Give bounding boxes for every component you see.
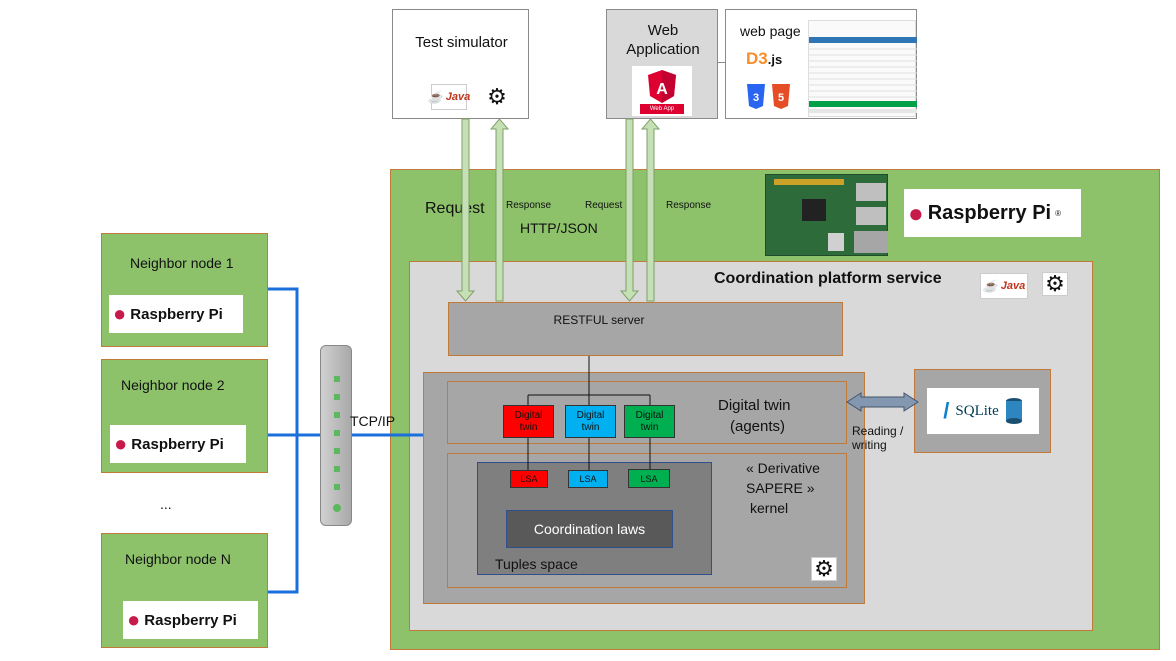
coordination-platform-title: Coordination platform service bbox=[714, 270, 942, 287]
raspberry-pi-logo-node2: ● Raspberry Pi bbox=[110, 425, 246, 463]
http-json-label: HTTP/JSON bbox=[520, 220, 598, 236]
raspberry-board-image bbox=[765, 174, 888, 256]
raspberry-pi-label-node1: Raspberry Pi bbox=[130, 305, 223, 323]
raspberry-pi-logo-node1: ● Raspberry Pi bbox=[109, 295, 243, 333]
kernel-label-1: « Derivative bbox=[746, 460, 820, 476]
raspberry-icon: ● bbox=[908, 197, 924, 228]
web-page-connector bbox=[718, 62, 726, 63]
ellipsis-label: ... bbox=[160, 496, 172, 512]
request-label-2: Request bbox=[585, 200, 623, 211]
restful-server-label: RESTFUL server bbox=[553, 313, 645, 327]
twin-green-line1: Digital bbox=[635, 409, 664, 421]
html5-icon: 5 bbox=[771, 82, 791, 110]
raspberry-icon: ● bbox=[127, 607, 141, 632]
twin-blue-line2: twin bbox=[581, 421, 600, 433]
raspberry-icon: ● bbox=[113, 301, 127, 326]
kernel-label-3: kernel bbox=[750, 500, 789, 516]
d3-icon: D3.js bbox=[746, 49, 783, 68]
angular-icon: A Web App bbox=[632, 66, 692, 116]
trademark-symbol: ® bbox=[1055, 208, 1062, 218]
database-cylinder-icon bbox=[1005, 398, 1022, 424]
switch-ports-icon bbox=[333, 376, 341, 512]
java-icon: ☕Java bbox=[428, 84, 471, 110]
digital-twin-label-2: (agents) bbox=[730, 418, 786, 435]
java-label-platform: Java bbox=[1000, 280, 1026, 292]
kernel-label-2: SAPERE » bbox=[746, 480, 815, 496]
gears-icon-platform: ⚙ bbox=[1042, 272, 1068, 296]
request-label-1: Request bbox=[425, 200, 485, 217]
digital-twin-label-1: Digital twin bbox=[718, 397, 791, 414]
neighbor-node-n-label: Neighbor node N bbox=[125, 551, 231, 567]
java-icon-label: Java bbox=[445, 91, 471, 103]
css3-icon: 3 bbox=[746, 82, 766, 110]
neighbor-node-2-label: Neighbor node 2 bbox=[121, 377, 225, 393]
twin-red-line2: twin bbox=[519, 421, 538, 433]
web-application-line2: Application bbox=[626, 41, 700, 58]
raspberry-pi-logo-noden: ● Raspberry Pi bbox=[123, 601, 258, 639]
sqlite-icon: / SQLite bbox=[927, 388, 1039, 434]
angular-logo-icon: A bbox=[640, 70, 684, 114]
restful-server-box: RESTFUL server bbox=[448, 302, 843, 356]
svg-text:3: 3 bbox=[753, 92, 759, 104]
coordination-laws-box: Coordination laws bbox=[506, 510, 673, 548]
gears-icon: ⚙ bbox=[487, 84, 507, 109]
web-application-line1: Web bbox=[647, 22, 679, 39]
response-label-1: Response bbox=[506, 200, 552, 211]
tuples-space-label: Tuples space bbox=[495, 556, 578, 572]
raspberry-pi-label: Raspberry Pi bbox=[927, 201, 1052, 224]
test-simulator-box: Test simulator ☕Java ⚙ bbox=[392, 9, 529, 119]
reading-writing-label-1: Reading / bbox=[852, 424, 904, 438]
raspberry-icon: ● bbox=[114, 431, 128, 456]
lsa-green: LSA bbox=[628, 469, 670, 488]
gears-icon-kernel: ⚙ bbox=[811, 557, 837, 581]
network-switch bbox=[320, 345, 352, 526]
test-simulator-label: Test simulator bbox=[415, 34, 508, 51]
web-page-box: web page D3.js 3 5 bbox=[725, 9, 917, 119]
web-page-table-thumbnail bbox=[809, 37, 917, 113]
raspberry-pi-logo-main: ● Raspberry Pi ® bbox=[904, 189, 1081, 237]
web-page-screenshot bbox=[808, 20, 917, 117]
coordination-laws-label: Coordination laws bbox=[533, 521, 646, 537]
sqlite-label: SQLite bbox=[955, 402, 999, 419]
web-application-box: Web Application A Web App bbox=[606, 9, 718, 119]
lsa-blue: LSA bbox=[568, 470, 608, 488]
svg-text:5: 5 bbox=[778, 92, 784, 104]
twin-red-line1: Digital bbox=[514, 409, 543, 421]
lsa-red: LSA bbox=[510, 470, 548, 488]
twin-blue-line1: Digital bbox=[576, 409, 605, 421]
raspberry-pi-label-noden: Raspberry Pi bbox=[144, 611, 237, 629]
raspberry-pi-label-node2: Raspberry Pi bbox=[131, 435, 224, 453]
web-page-label: web page bbox=[740, 23, 801, 39]
svg-text:A: A bbox=[656, 81, 668, 98]
java-icon-platform: ☕Java bbox=[980, 273, 1028, 299]
twin-green-line2: twin bbox=[640, 421, 659, 433]
reading-writing-label-2: writing bbox=[852, 438, 887, 452]
response-label-2: Response bbox=[666, 200, 712, 211]
d3-label: .js bbox=[767, 51, 783, 67]
web-app-badge-label: Web App bbox=[649, 106, 675, 112]
tcpip-label: TCP/IP bbox=[350, 413, 396, 429]
neighbor-node-1-label: Neighbor node 1 bbox=[130, 255, 234, 271]
